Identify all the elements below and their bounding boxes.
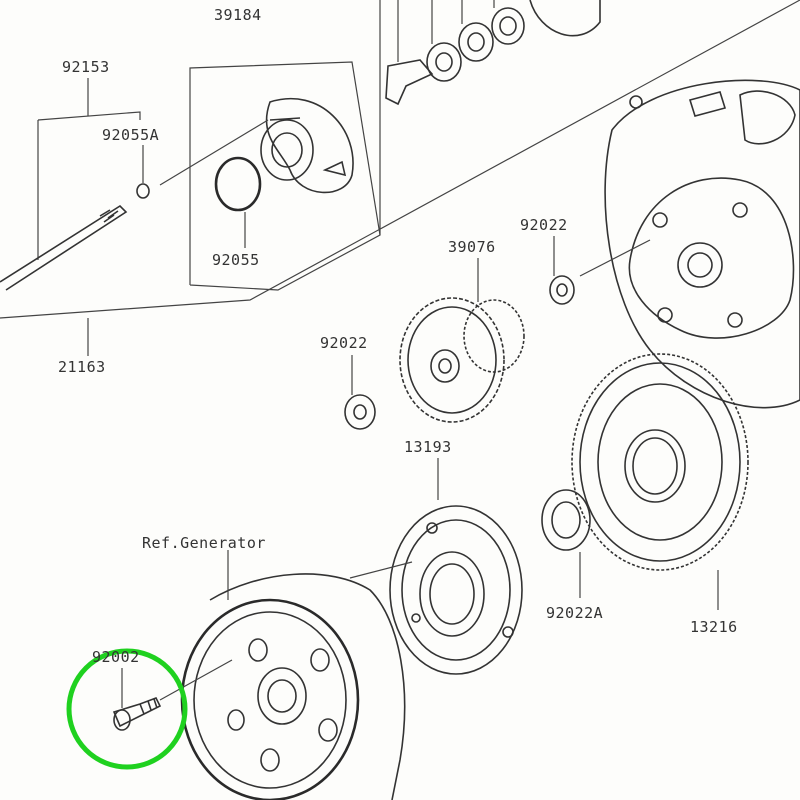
- label-92055: 92055: [212, 251, 260, 269]
- part-92022-top-washer: [549, 236, 651, 305]
- label-92022-mid: 92022: [320, 334, 368, 352]
- part-39184-cover: [189, 61, 381, 291]
- label-13216: 13216: [690, 618, 738, 636]
- label-39184: 39184: [214, 6, 262, 24]
- part-13216-ring-gear: [571, 353, 749, 610]
- part-92022A-washer: [541, 489, 591, 598]
- part-13193-one-way-clutch: [349, 458, 523, 675]
- label-92022-top: 92022: [520, 216, 568, 234]
- part-92022-mid-washer: [344, 355, 376, 430]
- highlight-circle: [66, 648, 188, 770]
- part-crankcase: [604, 79, 800, 409]
- part-92055-oring: [214, 156, 262, 248]
- label-92002: 92002: [92, 648, 140, 666]
- diagram-frame-lines: [0, 0, 800, 319]
- part-39076-idler-gear: [399, 258, 525, 423]
- label-92055A: 92055A: [102, 126, 159, 144]
- leader-92055A-to-cover: [159, 119, 269, 186]
- part-top-clip-and-washers: [385, 0, 601, 106]
- part-92002-bolt: [112, 659, 233, 731]
- label-39076: 39076: [448, 238, 496, 256]
- label-92153: 92153: [62, 58, 110, 76]
- part-generator-rotor: [180, 550, 406, 800]
- part-92055A-oring: [136, 145, 150, 199]
- label-21163: 21163: [58, 358, 106, 376]
- part-92153-bolt-shaft: [0, 78, 141, 291]
- label-ref-generator: Ref.Generator: [142, 534, 266, 552]
- label-13193: 13193: [404, 438, 452, 456]
- label-92022A: 92022A: [546, 604, 603, 622]
